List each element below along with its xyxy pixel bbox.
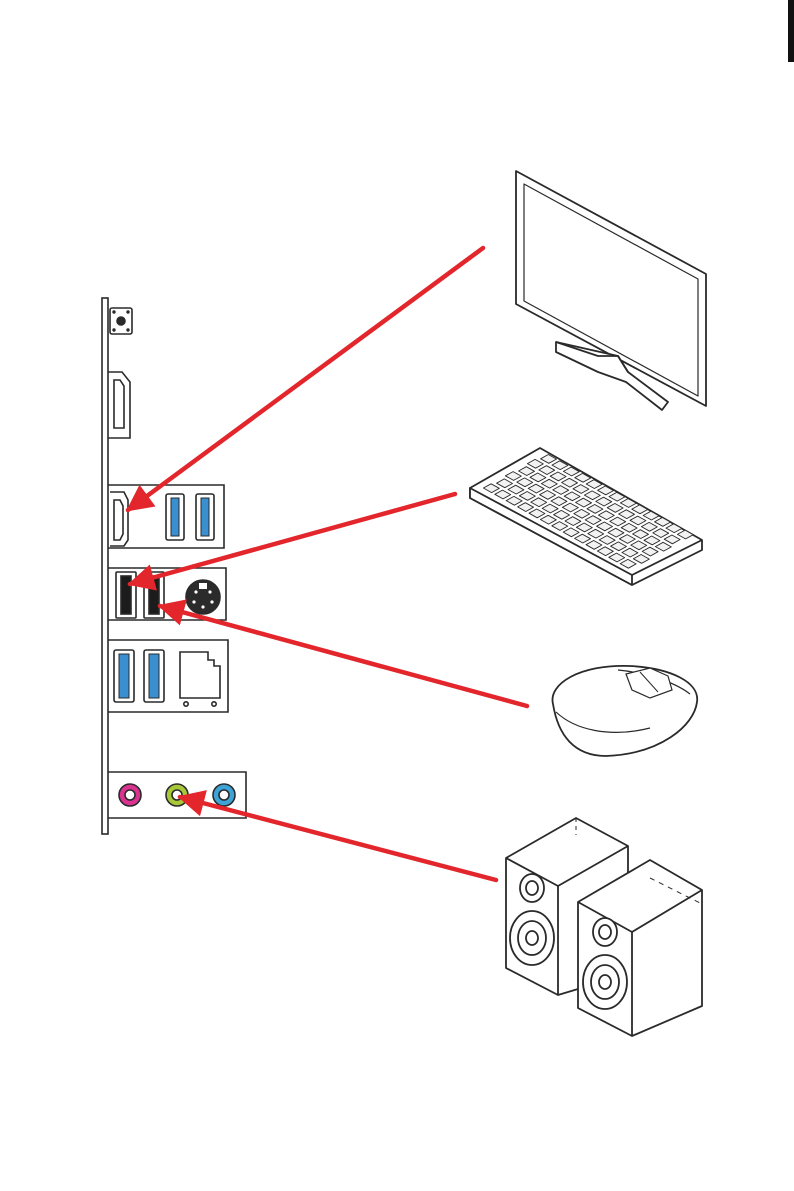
ps2-port[interactable] bbox=[186, 580, 220, 614]
audio-jack-pink[interactable] bbox=[119, 784, 141, 806]
usb3-lan-block bbox=[108, 640, 228, 712]
usb3-port-3[interactable] bbox=[114, 650, 134, 702]
audio-jack-green[interactable] bbox=[166, 784, 188, 806]
hdmi-usb3-block bbox=[108, 485, 224, 548]
usb3-port-4[interactable] bbox=[144, 650, 164, 702]
arrow-monitor-to-hdmi bbox=[128, 248, 483, 510]
speakers-icon bbox=[506, 818, 702, 1036]
usb2-port-1[interactable] bbox=[116, 572, 136, 618]
lan-port[interactable] bbox=[180, 652, 220, 706]
io-shield-edge bbox=[102, 298, 108, 834]
hdmi-port[interactable] bbox=[110, 492, 128, 546]
bios-button[interactable] bbox=[110, 308, 132, 334]
keyboard-icon bbox=[470, 448, 702, 585]
mouse-icon bbox=[552, 666, 697, 756]
arrow-mouse-to-usb2 bbox=[160, 606, 527, 706]
connection-arrows bbox=[128, 248, 527, 880]
usb3-port-2[interactable] bbox=[196, 494, 214, 540]
usb3-port-1[interactable] bbox=[166, 494, 184, 540]
audio-jack-blue[interactable] bbox=[213, 784, 235, 806]
arrow-speakers-to-line-out bbox=[180, 797, 496, 880]
displayport-port[interactable] bbox=[108, 372, 130, 438]
monitor-icon bbox=[516, 171, 706, 410]
io-panel bbox=[102, 298, 246, 834]
